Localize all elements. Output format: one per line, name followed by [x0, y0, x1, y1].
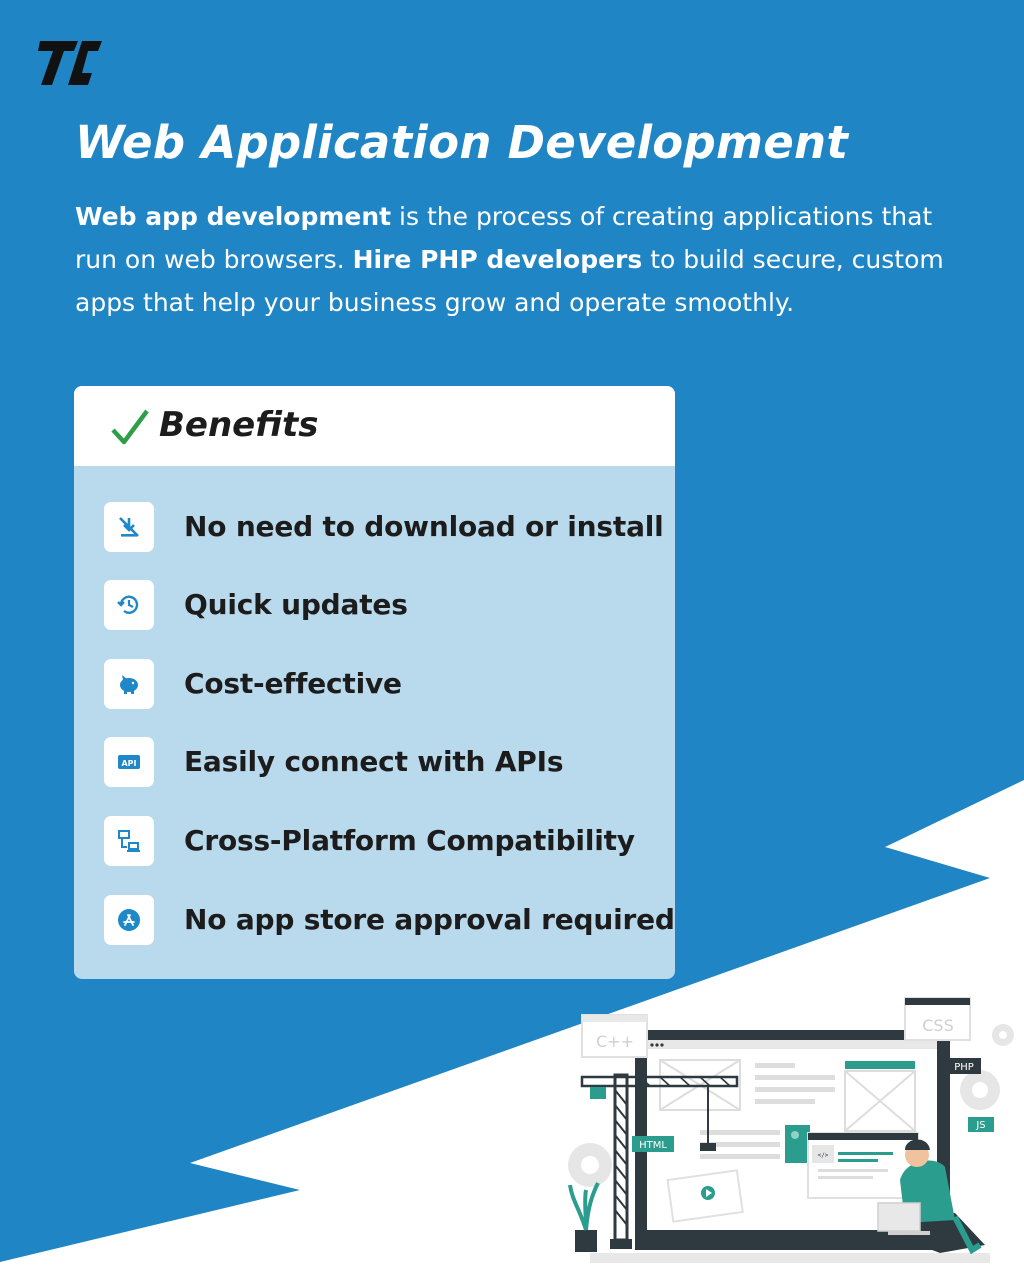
- html-tag: HTML: [639, 1140, 667, 1151]
- benefit-label: Cost-effective: [184, 667, 402, 700]
- api-icon: API: [104, 737, 154, 787]
- page-title: Web Application Development: [75, 116, 849, 169]
- api-icon-text: API: [121, 759, 136, 768]
- intro-bold-hire-php: Hire PHP developers: [352, 245, 643, 274]
- piggy-bank-icon: [104, 659, 154, 709]
- app-store-icon: [104, 895, 154, 945]
- benefits-header: Benefits: [74, 386, 675, 466]
- list-item: Cross-Platform Compatibility: [104, 816, 675, 868]
- css-tag: CSS: [922, 1016, 953, 1035]
- list-item: No app store approval required: [104, 895, 675, 947]
- checkmark-icon: [111, 409, 149, 445]
- intro-text-1: is the process of creating applications …: [75, 202, 933, 274]
- no-download-icon: [104, 502, 154, 552]
- history-icon: [104, 580, 154, 630]
- intro-bold-web-app: Web app development: [75, 202, 392, 231]
- developer-illustration: </> C++ CSS PHP JS HTML: [568, 997, 1014, 1263]
- list-item: Cost-effective: [104, 659, 675, 711]
- code-tag: </>: [818, 1152, 829, 1159]
- benefit-label: No need to download or install: [184, 510, 664, 543]
- intro-paragraph: Web app development is the process of cr…: [75, 195, 975, 324]
- php-tag: PHP: [954, 1062, 974, 1073]
- intro-text-2: to build secure, custom apps that help y…: [75, 245, 944, 317]
- js-tag: JS: [975, 1120, 985, 1131]
- list-item: Quick updates: [104, 580, 675, 632]
- list-item: API Easily connect with APIs: [104, 737, 675, 789]
- list-item: No need to download or install: [104, 502, 675, 554]
- logo-icon: [38, 41, 102, 85]
- benefit-label: Quick updates: [184, 588, 408, 621]
- benefits-card: Benefits No need to download or install …: [74, 386, 675, 979]
- benefit-label: Easily connect with APIs: [184, 745, 564, 778]
- benefit-label: No app store approval required: [184, 903, 675, 936]
- benefits-title: Benefits: [159, 405, 319, 445]
- benefit-label: Cross-Platform Compatibility: [184, 824, 635, 857]
- devices-icon: [104, 816, 154, 866]
- cpp-tag: C++: [596, 1032, 634, 1051]
